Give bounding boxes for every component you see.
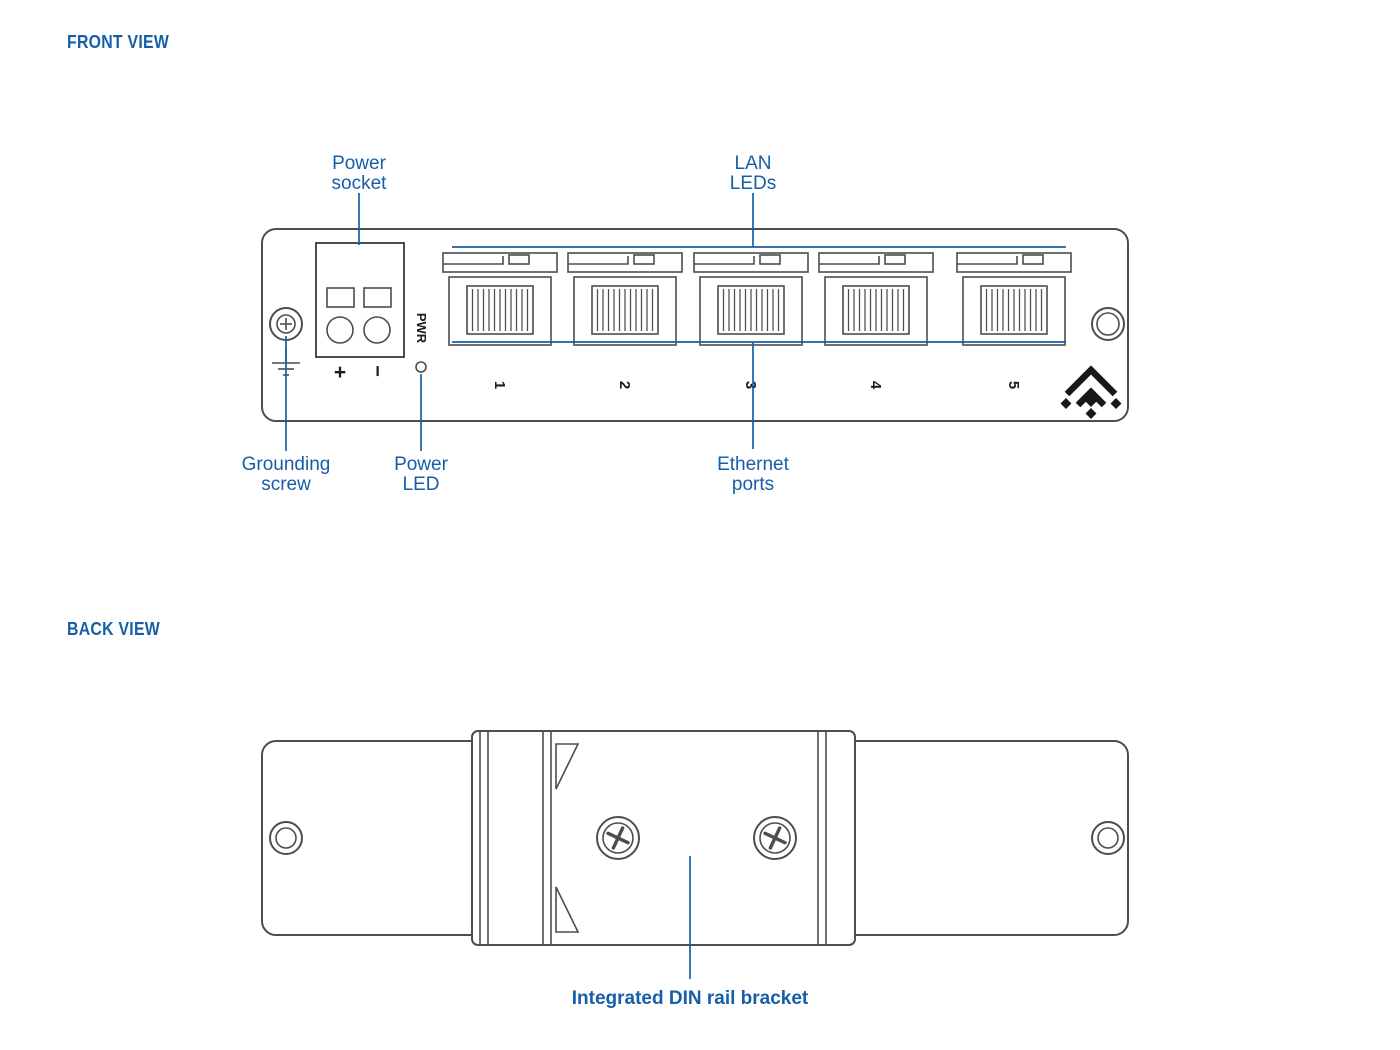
front-view-heading: FRONT VIEW: [67, 32, 170, 52]
front-view-diagram: + − PWR 1 2 3 4 5: [242, 153, 1129, 495]
ethernet-port-5: [956, 252, 1072, 346]
port-number: 1: [491, 381, 508, 389]
grounding-screw: [269, 307, 303, 341]
ethernet-port-2: [567, 252, 683, 346]
brand-logo: [1060, 365, 1122, 419]
power-led-label: Power: [394, 454, 449, 475]
din-screw-right: [753, 816, 797, 860]
power-led: [415, 361, 427, 373]
front-panel-outline: [261, 228, 1129, 422]
grounding-screw-label: screw: [261, 474, 311, 495]
ethernet-ports: [442, 252, 1072, 346]
pwr-label: PWR: [414, 313, 429, 344]
port-number: 4: [867, 381, 884, 390]
back-view-heading: BACK VIEW: [67, 619, 161, 639]
plus-terminal-label: +: [334, 361, 346, 384]
front-annotation-lines: [285, 193, 1066, 451]
power-led-label: LED: [403, 474, 440, 495]
ethernet-ports-label: Ethernet: [717, 454, 790, 475]
port-numbers: 1 2 3 4 5: [491, 381, 1022, 390]
ethernet-ports-label: ports: [732, 474, 774, 495]
mounting-hole-back-right: [1091, 821, 1125, 855]
power-socket: [315, 242, 405, 358]
din-clip-bottom: [555, 886, 580, 933]
power-socket-label: socket: [332, 173, 388, 194]
mounting-hole-back-left: [269, 821, 303, 855]
ethernet-port-1: [442, 252, 558, 346]
din-clip-top: [555, 743, 580, 790]
lan-leds-label: LAN: [735, 153, 772, 174]
port-number: 5: [1005, 381, 1022, 389]
minus-terminal-label: −: [366, 365, 388, 377]
din-screw-left: [596, 816, 640, 860]
mounting-hole-front-right: [1091, 307, 1125, 341]
grounding-screw-label: Grounding: [242, 454, 331, 475]
ethernet-port-4: [818, 252, 934, 346]
port-number: 3: [742, 381, 759, 389]
din-rail-bracket: [471, 730, 856, 946]
lan-leds-label: LEDs: [730, 173, 776, 194]
ethernet-port-3: [693, 252, 809, 346]
din-bracket-label: Integrated DIN rail bracket: [572, 988, 809, 1009]
power-socket-label: Power: [332, 153, 387, 174]
front-callout-labels: Power socket LAN LEDs Grounding screw Po…: [242, 153, 790, 495]
port-number: 2: [616, 381, 633, 389]
back-view-diagram: Integrated DIN rail bracket: [261, 730, 1129, 1009]
